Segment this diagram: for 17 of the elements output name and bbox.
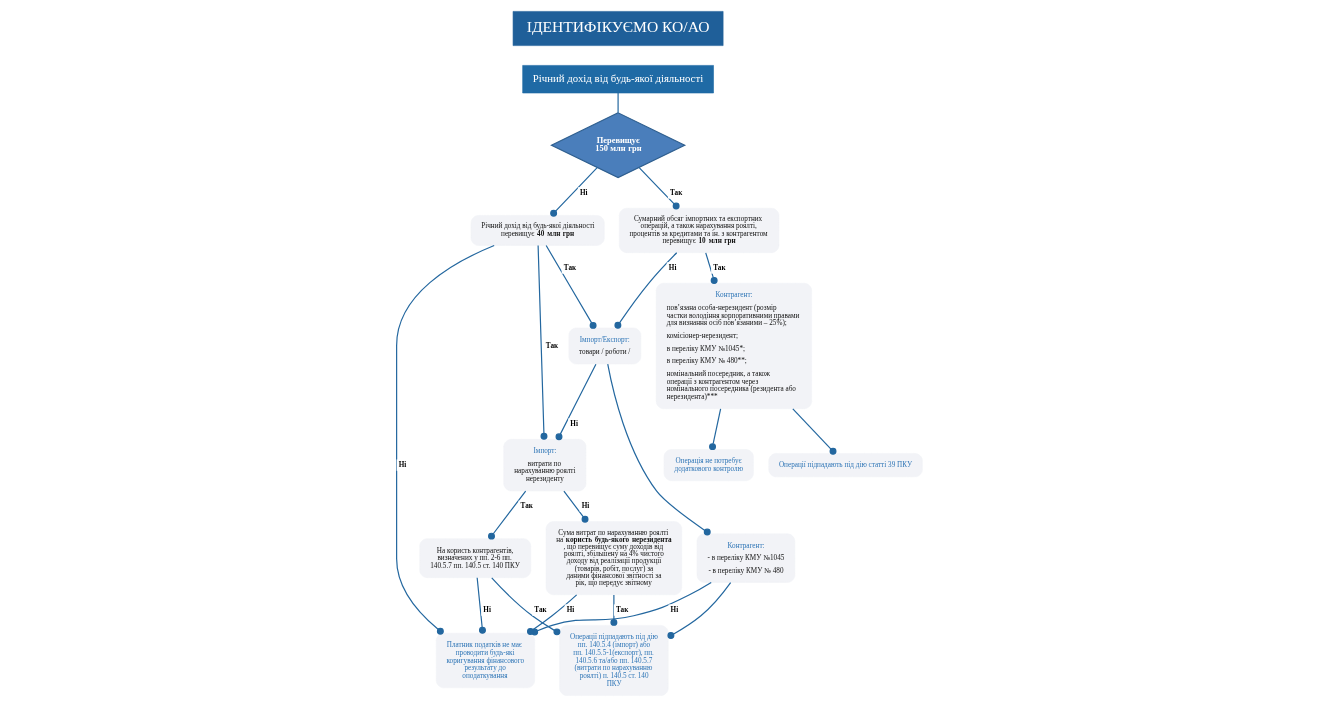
connector <box>617 92 619 113</box>
label: ІДЕНТИФІКУЄМО КО/АО <box>526 17 709 35</box>
connector <box>609 593 617 626</box>
connector <box>487 489 526 540</box>
connector <box>545 244 597 329</box>
connector <box>606 363 711 536</box>
connector <box>537 244 547 440</box>
connector <box>791 407 836 455</box>
connector <box>549 166 598 217</box>
connector <box>704 251 718 284</box>
connector <box>638 166 680 209</box>
node-diamond: Перевищує 150 млн грн <box>549 111 686 178</box>
node-box: Річний дохід від будь-якої діяльності <box>521 64 714 93</box>
connector <box>708 407 721 450</box>
connector <box>562 489 588 523</box>
connector <box>476 576 486 634</box>
connector <box>555 363 596 440</box>
